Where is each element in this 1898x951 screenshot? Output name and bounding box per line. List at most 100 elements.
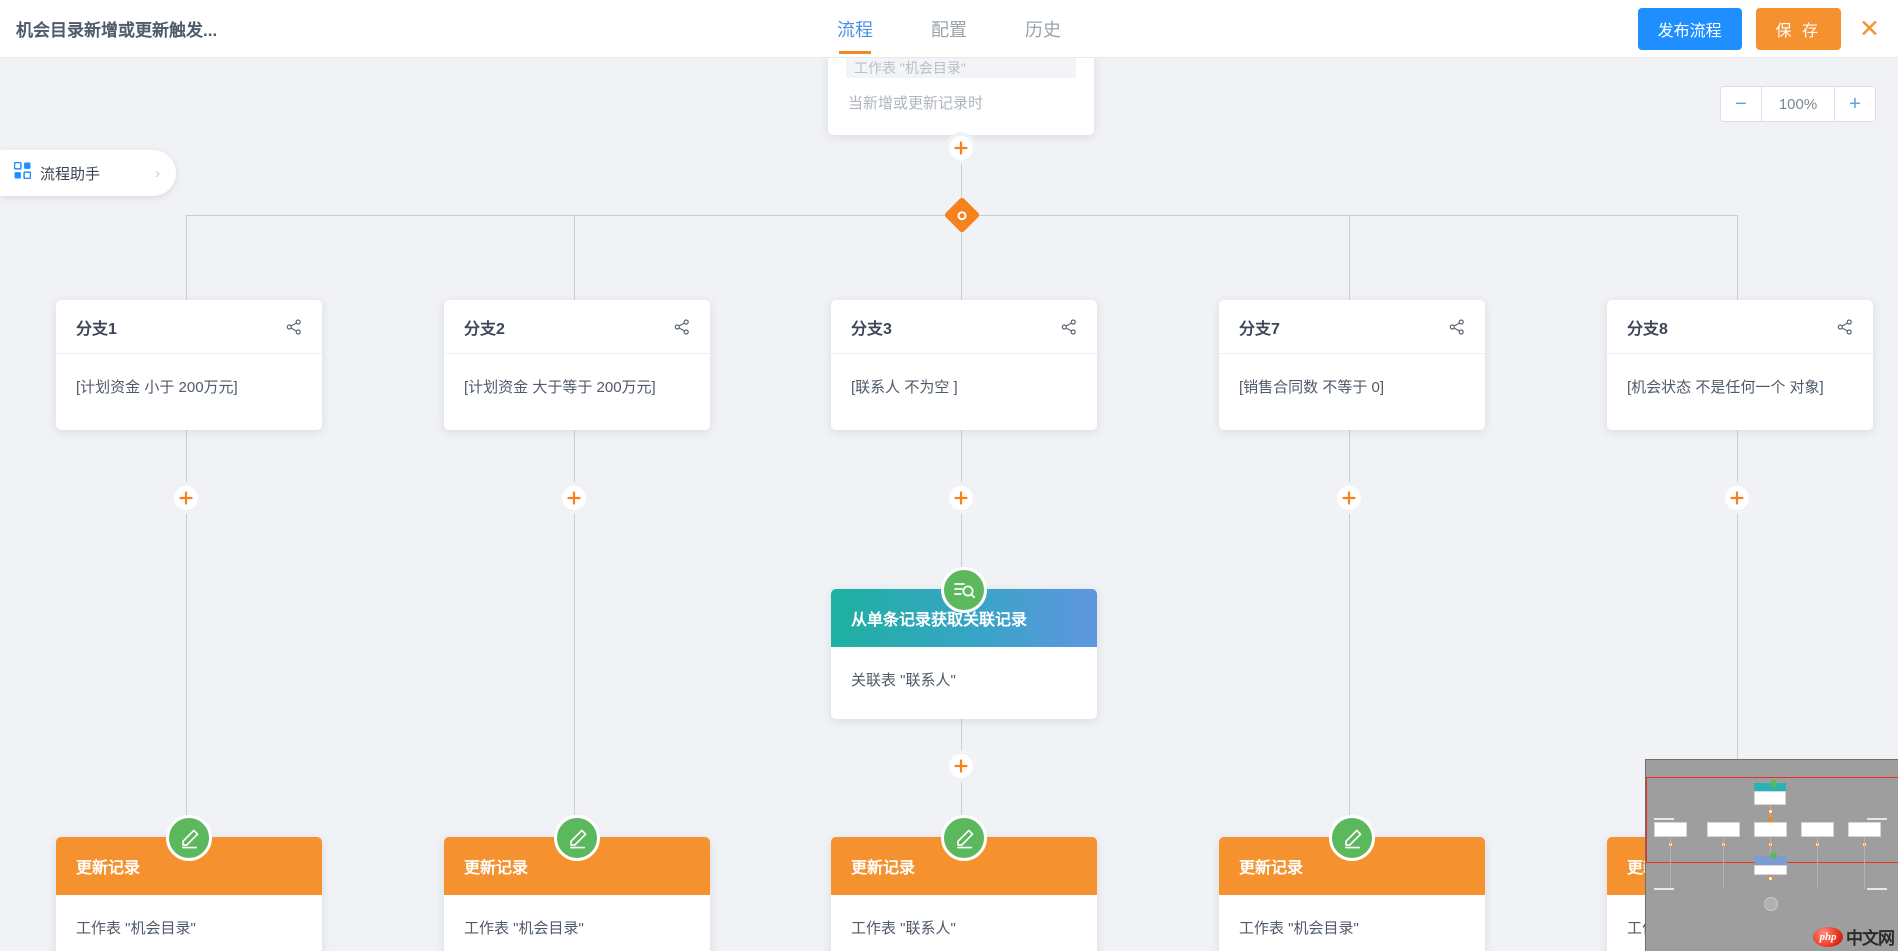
search-list-icon [941,567,987,613]
update-record-node-4[interactable]: 更新记录 工作表 "机会目录" [1219,815,1485,951]
add-node-button-branch-5[interactable] [1725,486,1749,510]
minimap-branch-card [1754,822,1787,837]
connector-branch5-down [1737,387,1738,837]
pencil-icon [1329,815,1375,861]
add-node-button-branch-2[interactable] [562,486,586,510]
connector-rail-to-branch-4 [1349,215,1350,300]
branch-header: 分支2 [444,300,710,354]
connector-rail-to-branch-5 [1737,215,1738,300]
minimap-branch-card [1801,822,1834,837]
minimap[interactable] [1645,759,1898,951]
branch-split-ring [957,210,967,220]
branch-card-1[interactable]: 分支1 [计划资金 小于 200万元] [56,300,322,430]
page-title: 机会目录新增或更新触发... [16,21,218,40]
branch-header: 分支3 [831,300,1097,354]
minimap-lookup-header [1754,856,1787,865]
update-node-body: 工作表 "机会目录" [1219,895,1485,951]
connector-rail-to-branch-3 [961,215,962,300]
branch-condition: [销售合同数 不等于 0] [1239,379,1385,396]
branch-title: 分支2 [464,320,505,338]
share-icon[interactable] [1449,318,1465,335]
update-record-node-2[interactable]: 更新记录 工作表 "机会目录" [444,815,710,951]
chevron-right-icon: › [155,164,160,182]
branch-title: 分支1 [76,320,117,338]
minimap-rail-bottom-left [1654,888,1674,890]
close-icon[interactable]: ✕ [1859,14,1880,43]
flow-assistant-button[interactable]: 流程助手 › [0,150,176,196]
pencil-icon [554,815,600,861]
trigger-card[interactable]: 工作表 "机会目录" 当新增或更新记录时 [828,58,1094,135]
zoom-control: − 100% + [1720,86,1876,122]
assistant-label: 流程助手 [40,165,101,183]
flow-canvas[interactable]: − 100% + 流程助手 › 工作表 "机会目录" [0,58,1898,951]
minimap-lookup-badge [1770,852,1777,859]
connector-branch3-down [961,387,962,577]
tab-flow[interactable]: 流程 [837,0,873,58]
minimap-trigger-badge [1770,780,1777,787]
connector-branch2-down [574,387,575,837]
add-node-button-branch-3[interactable] [949,486,973,510]
lookup-node-body: 关联表 "联系人" [831,647,1097,719]
php-logo-icon: php [1813,926,1843,947]
minimap-end-node [1764,897,1778,911]
minimap-rail-left [1654,818,1674,820]
branch-header: 分支1 [56,300,322,354]
minimap-rail-bottom-right [1867,888,1887,890]
minimap-connector [1670,837,1671,889]
minimap-branch-card [1654,822,1687,837]
app-header: 机会目录新增或更新触发... 流程 配置 历史 发布流程 保 存 ✕ [0,0,1898,58]
branch-condition: [机会状态 不是任何一个 对象] [1627,379,1824,396]
save-button[interactable]: 保 存 [1755,8,1842,50]
minimap-plus-dot [1768,809,1773,814]
branch-title: 分支8 [1627,320,1668,338]
share-icon[interactable] [1061,318,1077,335]
update-node-body: 工作表 "机会目录" [444,895,710,951]
grid-icon [13,161,32,184]
branch-card-2[interactable]: 分支2 [计划资金 大于等于 200万元] [444,300,710,430]
add-node-button-after-lookup[interactable] [949,754,973,778]
tab-history[interactable]: 历史 [1025,20,1061,40]
publish-flow-button[interactable]: 发布流程 [1637,8,1742,50]
branch-card-4[interactable]: 分支7 [销售合同数 不等于 0] [1219,300,1485,430]
share-icon[interactable] [1837,318,1853,335]
minimap-connector [1817,837,1818,889]
minimap-connector [1723,837,1724,889]
zoom-level-label: 100% [1761,87,1835,121]
pencil-icon [166,815,212,861]
add-node-button-branch-4[interactable] [1337,486,1361,510]
minimap-plus-dot [1768,876,1773,881]
share-icon[interactable] [674,318,690,335]
connector-branch4-down [1349,387,1350,837]
zoom-out-button[interactable]: − [1735,92,1747,115]
minimap-connector [1770,837,1771,855]
connector-branch1-down [186,387,187,837]
watermark-text: 中文网 [1846,929,1895,948]
watermark: php 中文网 [1813,924,1895,949]
branch-title: 分支7 [1239,320,1280,338]
zoom-in-button[interactable]: + [1849,92,1861,115]
branch-condition: [计划资金 大于等于 200万元] [464,379,656,396]
minimap-lookup-body [1754,865,1787,875]
pencil-icon [941,815,987,861]
update-record-node-3[interactable]: 更新记录 工作表 "联系人" [831,815,1097,951]
minimap-trigger-body [1754,791,1786,805]
branch-card-3[interactable]: 分支3 [联系人 不为空 ] [831,300,1097,430]
add-node-button-trigger[interactable] [949,136,973,160]
branch-condition: [计划资金 小于 200万元] [76,379,238,396]
connector-trigger-down [961,110,962,220]
branch-condition: [联系人 不为空 ] [851,379,958,396]
minimap-connector [1864,837,1865,889]
minimap-trigger-header [1754,783,1786,791]
update-record-node-1[interactable]: 更新记录 工作表 "机会目录" [56,815,322,951]
branch-card-5[interactable]: 分支8 [机会状态 不是任何一个 对象] [1607,300,1873,430]
lookup-record-node[interactable]: 从单条记录获取关联记录 关联表 "联系人" [831,567,1097,719]
branch-header: 分支7 [1219,300,1485,354]
header-actions: 发布流程 保 存 ✕ [1637,0,1884,58]
add-node-button-branch-1[interactable] [174,486,198,510]
trigger-description: 当新增或更新记录时 [848,95,984,112]
connector-rail-to-branch-1 [186,215,187,300]
branch-split-node[interactable] [943,196,981,234]
share-icon[interactable] [286,318,302,335]
tab-config[interactable]: 配置 [931,20,967,40]
branch-header: 分支8 [1607,300,1873,354]
